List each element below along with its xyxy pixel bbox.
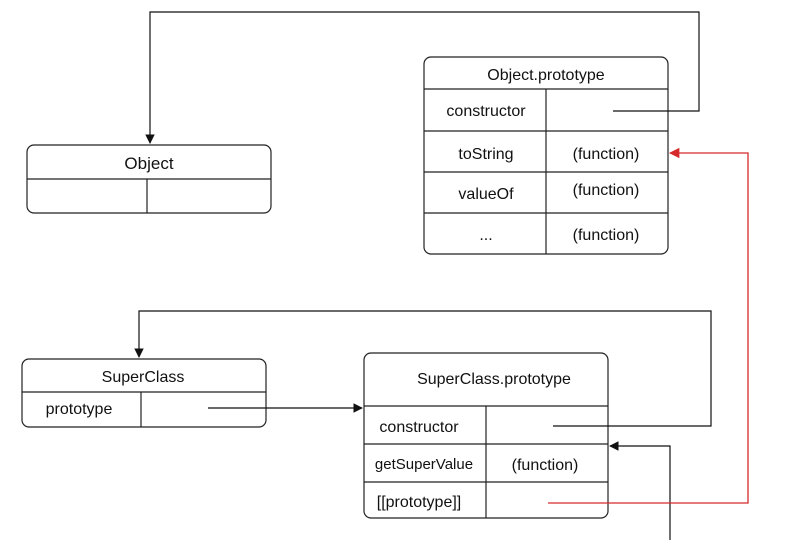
- object-prototype-value-valueof: (function): [573, 182, 640, 199]
- incoming-prototype-arrow: [609, 441, 671, 540]
- object-box: Object: [26, 144, 272, 214]
- object-prototype-key-more: ...: [479, 227, 492, 244]
- object-prototype-value-more: (function): [573, 227, 640, 244]
- superclass-prototype-key-getsupervalue: getSuperValue: [375, 456, 473, 473]
- superclass-prototype-value-getsupervalue: (function): [512, 457, 579, 474]
- superclass-box-title: SuperClass: [102, 369, 185, 386]
- object-prototype-constructor-arrow: [145, 11, 700, 144]
- object-prototype-key-tostring: toString: [458, 146, 513, 163]
- object-prototype-box: Object.prototype constructor toString (f…: [423, 56, 669, 255]
- superclass-key-prototype: prototype: [46, 401, 113, 418]
- object-prototype-title: Object.prototype: [487, 67, 605, 84]
- object-prototype-value-tostring: (function): [573, 146, 640, 163]
- internal-prototype-link-arrow: [548, 147, 749, 504]
- object-prototype-key-constructor: constructor: [446, 103, 526, 120]
- superclass-prototype-box: SuperClass.prototype constructor getSupe…: [363, 352, 609, 519]
- superclass-prototype-constructor-arrow: [134, 310, 712, 427]
- object-prototype-key-valueof: valueOf: [458, 186, 514, 203]
- superclass-box-frame: [21, 358, 267, 428]
- object-box-title: Object: [124, 154, 173, 173]
- superclass-prototype-title: SuperClass.prototype: [417, 371, 571, 388]
- superclass-box: SuperClass prototype: [21, 358, 267, 428]
- superclass-prototype-key-constructor: constructor: [379, 419, 459, 436]
- superclass-prototype-key-internal-prototype: [[prototype]]: [377, 494, 462, 511]
